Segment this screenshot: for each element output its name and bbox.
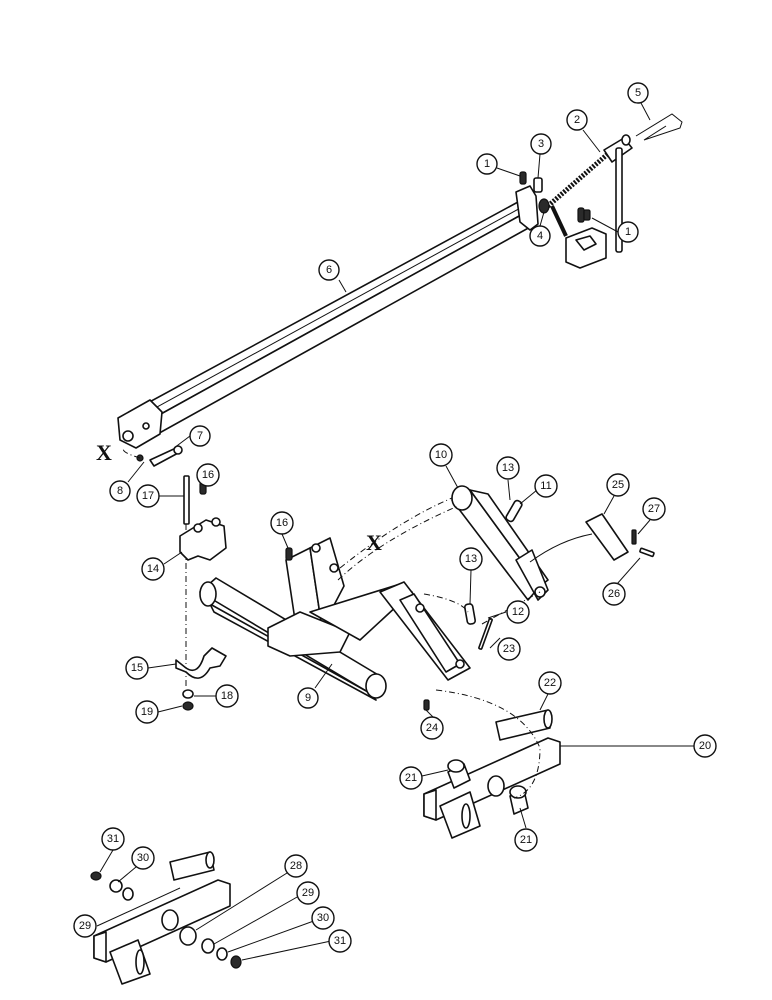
- svg-text:3: 3: [538, 138, 544, 150]
- callout-14: 14: [141, 557, 165, 581]
- callout-26: 26: [602, 582, 626, 606]
- svg-text:26: 26: [608, 588, 620, 600]
- jack-bracket: [550, 205, 607, 269]
- svg-text:24: 24: [426, 722, 438, 734]
- clamp-assembly: [175, 475, 227, 711]
- svg-text:2: 2: [574, 114, 580, 126]
- svg-text:30: 30: [317, 912, 329, 924]
- axle-part-20: [423, 709, 561, 839]
- svg-text:13: 13: [465, 553, 477, 565]
- svg-text:16: 16: [276, 517, 288, 529]
- svg-text:30: 30: [137, 852, 149, 864]
- svg-text:10: 10: [435, 449, 447, 461]
- pin-part-7: [136, 445, 183, 467]
- axle-assembly-lower: [90, 851, 242, 985]
- callout-12: 12: [506, 600, 530, 624]
- svg-text:25: 25: [612, 479, 624, 491]
- svg-text:29: 29: [79, 920, 91, 932]
- callout-13-top: 13: [496, 456, 520, 480]
- callout-23: 23: [497, 637, 521, 661]
- svg-text:28: 28: [290, 860, 302, 872]
- pin-part-13-lower: [463, 603, 493, 650]
- svg-text:17: 17: [142, 490, 154, 502]
- svg-text:6: 6: [326, 264, 332, 276]
- svg-text:4: 4: [537, 230, 543, 242]
- svg-text:9: 9: [305, 692, 311, 704]
- callout-8: 8: [109, 480, 131, 502]
- callout-1-right: 1: [617, 221, 639, 243]
- callout-22: 22: [538, 671, 562, 695]
- callout-7: 7: [189, 425, 211, 447]
- callout-16-center: 16: [270, 511, 294, 535]
- reference-mark-x-left: X: [96, 440, 112, 465]
- callout-11: 11: [534, 474, 558, 498]
- svg-text:27: 27: [648, 503, 660, 515]
- callout-2: 2: [566, 109, 588, 131]
- svg-text:8: 8: [117, 485, 123, 497]
- callout-31-right: 31: [328, 929, 352, 953]
- svg-text:21: 21: [520, 834, 532, 846]
- callout-31-left: 31: [101, 827, 125, 851]
- callout-30-right: 30: [311, 906, 335, 930]
- callout-18: 18: [215, 684, 239, 708]
- svg-text:12: 12: [512, 606, 524, 618]
- clip-part-5: [635, 113, 683, 141]
- callout-10: 10: [429, 443, 453, 467]
- callout-9: 9: [297, 687, 319, 709]
- reference-mark-x-center: X: [366, 530, 382, 555]
- callout-13-lower: 13: [459, 547, 483, 571]
- svg-text:23: 23: [503, 643, 515, 655]
- svg-text:11: 11: [540, 480, 551, 492]
- svg-text:15: 15: [131, 662, 143, 674]
- callout-16-left: 16: [196, 463, 220, 487]
- callout-29-left: 29: [73, 914, 97, 938]
- callout-1-top: 1: [476, 153, 498, 175]
- callout-3: 3: [530, 133, 552, 155]
- callout-6: 6: [318, 259, 340, 281]
- cylinder-part-10: [451, 485, 593, 601]
- callout-21-lower: 21: [514, 828, 538, 852]
- callout-17: 17: [136, 484, 160, 508]
- fitting-part-24: [423, 699, 430, 711]
- leader-lines: [96, 102, 694, 961]
- small-fasteners-top: [519, 171, 591, 221]
- svg-text:14: 14: [147, 563, 159, 575]
- callout-28: 28: [284, 854, 308, 878]
- callout-4: 4: [529, 225, 551, 247]
- svg-text:1: 1: [484, 158, 490, 170]
- callout-19: 19: [135, 700, 159, 724]
- svg-text:7: 7: [197, 430, 203, 442]
- bracket-part-25: [585, 513, 655, 561]
- callout-15: 15: [125, 656, 149, 680]
- svg-text:29: 29: [302, 887, 314, 899]
- frame-part-9: [199, 537, 471, 701]
- svg-text:13: 13: [502, 462, 514, 474]
- callout-29-right: 29: [296, 881, 320, 905]
- svg-text:19: 19: [141, 706, 153, 718]
- svg-text:31: 31: [334, 935, 346, 947]
- callout-20: 20: [693, 734, 717, 758]
- callout-27: 27: [642, 497, 666, 521]
- callout-21-left: 21: [399, 766, 423, 790]
- svg-text:21: 21: [405, 772, 417, 784]
- svg-text:22: 22: [544, 677, 556, 689]
- callout-24: 24: [420, 716, 444, 740]
- svg-text:5: 5: [635, 87, 641, 99]
- svg-text:20: 20: [699, 740, 711, 752]
- svg-text:16: 16: [202, 469, 214, 481]
- svg-text:18: 18: [221, 690, 233, 702]
- callout-5: 5: [627, 82, 649, 104]
- beam-part-6: [117, 185, 539, 449]
- callout-30-left: 30: [131, 846, 155, 870]
- svg-text:1: 1: [625, 226, 631, 238]
- alignment-lines: [122, 447, 541, 799]
- callout-25: 25: [606, 473, 630, 497]
- jack-screw-part-2: [546, 134, 633, 253]
- svg-text:31: 31: [107, 833, 119, 845]
